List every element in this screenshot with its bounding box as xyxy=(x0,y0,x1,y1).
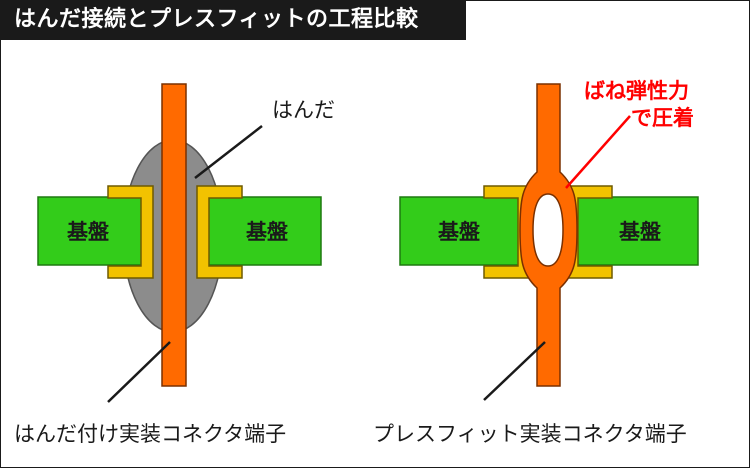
caption-left: はんだ付け実装コネクタ端子 xyxy=(14,422,286,446)
board-label-left: 基盤 xyxy=(67,220,110,244)
board-right xyxy=(202,196,322,266)
pressfit-pin xyxy=(519,83,578,387)
page-title: はんだ接続とプレスフィットの工程比較 xyxy=(14,7,419,32)
board-left-pressfit xyxy=(399,196,523,266)
solder-callout-label: はんだ xyxy=(272,98,335,122)
pressfit-mount-illustration: 基盤 基盤 ばね弾性力 で圧着 プレスフィット実装コネクタ端子 xyxy=(373,79,699,446)
spring-callout-label-line1: ばね弾性力 xyxy=(584,79,689,103)
solder-mount-illustration: 基盤 基盤 はんだ はんだ付け実装コネクタ端子 xyxy=(14,83,335,446)
title-bar: はんだ接続とプレスフィットの工程比較 xyxy=(0,0,466,40)
caption-right: プレスフィット実装コネクタ端子 xyxy=(373,422,687,446)
board-right-pressfit xyxy=(569,196,699,266)
caption-callout-line-right xyxy=(483,341,546,401)
board-label-left-pressfit: 基盤 xyxy=(438,220,481,244)
board-label-right: 基盤 xyxy=(246,220,289,244)
solder-callout-line xyxy=(194,125,263,179)
pad-left xyxy=(107,185,154,279)
board-label-right-pressfit: 基盤 xyxy=(619,220,662,244)
caption-callout-line-left xyxy=(107,341,171,403)
spring-callout-line xyxy=(565,115,631,189)
connector-pin xyxy=(161,83,187,387)
spring-callout-label-line2: で圧着 xyxy=(631,106,694,130)
pad-right xyxy=(196,185,243,279)
